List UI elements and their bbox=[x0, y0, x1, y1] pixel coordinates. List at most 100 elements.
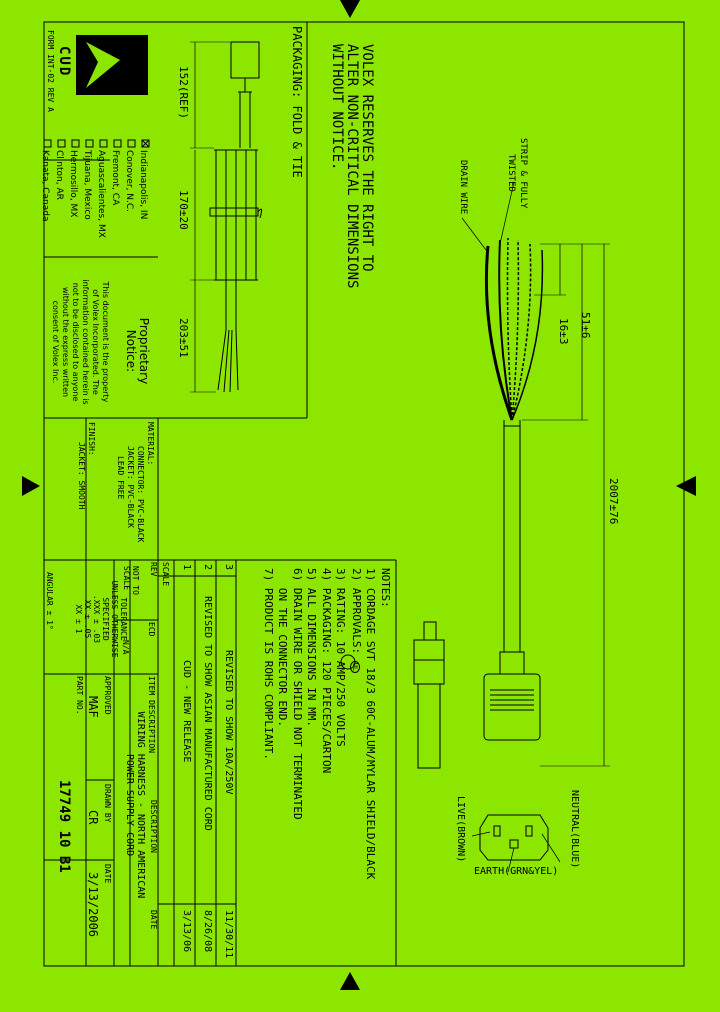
earth-label: EARTH(GRN&YEL) bbox=[474, 866, 559, 877]
registration-marks bbox=[22, 0, 696, 990]
item-description: WIRING HARNESS - NORTH AMERICAN POWER SU… bbox=[124, 700, 146, 910]
drawn-by-label: DRAWN BY bbox=[103, 784, 112, 823]
location-item: Hermosillo, MX bbox=[68, 150, 78, 218]
note-item: 3) RATING: 10 AMP/250 VOLTS bbox=[334, 568, 348, 747]
notice-line: VOLEX RESERVES THE RIGHT TO bbox=[359, 44, 375, 272]
description-header: DESCRIPTION bbox=[149, 800, 158, 853]
location-item: Conover, N.C. bbox=[124, 150, 134, 213]
material-line: JACKET: PVC-BLACK bbox=[126, 446, 135, 528]
dim-203: 203±51 bbox=[177, 318, 190, 358]
material-line: CONNECTOR: PVC-BLACK bbox=[136, 446, 145, 543]
locations-list: Indianapolis, IN Conover, N.C. Fremont, … bbox=[38, 150, 150, 238]
neutral-label: NEUTRAL(BLUE) bbox=[569, 790, 580, 869]
proprietary-title: Proprietary Notice: bbox=[124, 296, 151, 406]
proprietary-line: consent of Volex Inc. bbox=[51, 300, 60, 384]
notice-line: WITHOUT NOTICE. bbox=[329, 44, 345, 171]
part-number-value: 17749 10 B1 bbox=[56, 780, 72, 873]
tolerance-line: .XXX ± .03 bbox=[92, 594, 101, 644]
item-description-label: ITEM DESCRIPTION bbox=[147, 676, 156, 754]
note-item: 7) PRODUCT IS ROHS COMPLIANT. bbox=[262, 568, 275, 761]
packaged-cable-drawing bbox=[190, 41, 263, 393]
date-header: DATE bbox=[149, 910, 158, 930]
tolerance-title: TOLERANCE bbox=[119, 597, 128, 641]
location-item: Clinton, AR bbox=[54, 150, 64, 200]
approved-label: APPROVED bbox=[103, 676, 112, 715]
note-item: ON THE CONNECTOR END. bbox=[276, 568, 290, 727]
ul-mark-label: UL bbox=[350, 660, 360, 674]
location-item: Aguascalientes, MX bbox=[96, 150, 106, 238]
proprietary-line: information contained herein is bbox=[81, 279, 90, 405]
live-label: LIVE(BROWN) bbox=[455, 796, 466, 863]
dim-152-ref: 152(REF) bbox=[177, 66, 190, 119]
rev-description: REVISED TO SHOW 10A/250V bbox=[223, 650, 234, 795]
rev-description: REVISED TO SHOW ASIAN MANUFACTURED CORD bbox=[202, 596, 213, 831]
rev-number: 3 bbox=[223, 564, 234, 571]
rev-date: 3/13/06 bbox=[181, 910, 192, 953]
finish-value: JACKET: SMOOTH bbox=[77, 442, 86, 510]
form-label: FORM INT-02 REV A bbox=[46, 30, 55, 112]
finish-block: FINISH: JACKET: SMOOTH bbox=[76, 422, 96, 509]
ul-mark-icon bbox=[340, 654, 356, 670]
item-description-line: WIRING HARNESS - NORTH AMERICAN bbox=[135, 711, 146, 899]
rev-date: 8/26/08 bbox=[202, 910, 213, 953]
strip-label: STRIP & FULLY bbox=[518, 138, 528, 209]
rev-number: 1 bbox=[181, 564, 192, 571]
location-item: Kanata, Canada bbox=[40, 150, 50, 222]
item-description-line: POWER SUPPLY CORD bbox=[124, 753, 135, 857]
proprietary-text: This document is the property of Volex I… bbox=[50, 272, 110, 412]
division-label: CUD bbox=[56, 46, 72, 78]
material-block: MATERIAL: CONNECTOR: PVC-BLACK JACKET: P… bbox=[115, 422, 155, 542]
note-item: 5) ALL DIMENSIONS IN MM. bbox=[305, 568, 319, 727]
dim-2007: 2007±76 bbox=[607, 478, 620, 525]
date-value: 3/13/2006 bbox=[86, 872, 100, 938]
tolerance-block: TOLERANCE UNLESS OTHERWISE SPECIFIED .XX… bbox=[74, 564, 128, 674]
scale-value-line: NOT TO bbox=[131, 566, 140, 595]
dim-16: 16±3 bbox=[557, 318, 570, 345]
proprietary-heading: Notice: bbox=[124, 329, 138, 373]
dim-170: 170±20 bbox=[177, 190, 190, 230]
notice-line: ALTER NON-CRITICAL DIMENSIONS bbox=[344, 44, 360, 289]
twisted-label: TWISTED bbox=[506, 154, 516, 192]
proprietary-line: of Volex Incorporated. The bbox=[91, 289, 100, 395]
notice-text: VOLEX RESERVES THE RIGHT TO ALTER NON-CR… bbox=[329, 44, 375, 289]
part-number-label: PART NO. bbox=[75, 676, 84, 715]
date-label: DATE bbox=[103, 864, 112, 884]
rev-date: 11/30/11 bbox=[223, 910, 234, 959]
proprietary-line: not to be disclosed to anyone bbox=[71, 282, 80, 402]
note-item: 4) PACKAGING: 120 PIECES/CARTON bbox=[320, 568, 333, 774]
scale-label: SCALE bbox=[161, 562, 170, 587]
rev-number: 2 bbox=[202, 564, 213, 571]
location-item: Tijuana, Mexico bbox=[82, 150, 92, 220]
tolerance-title: UNLESS OTHERWISE bbox=[110, 580, 119, 658]
proprietary-heading: Proprietary bbox=[137, 317, 151, 385]
tolerance-title: SPECIFIED bbox=[101, 597, 110, 641]
location-item: Indianapolis, IN bbox=[138, 150, 148, 220]
material-label: MATERIAL: bbox=[146, 422, 155, 466]
angular-tolerance: ANGULAR ± 1° bbox=[45, 572, 54, 630]
packaging-label: PACKAGING: FOLD & TIE bbox=[290, 26, 304, 178]
rev-description: CUD - NEW RELEASE bbox=[181, 660, 192, 763]
proprietary-line: This document is the property bbox=[101, 281, 110, 403]
material-line: LEAD FREE bbox=[116, 456, 125, 500]
approved-value: MAF bbox=[86, 696, 100, 718]
note-item: 6) DRAIN WIRE OR SHIELD NOT TERMINATED bbox=[291, 568, 304, 820]
ecd-label: ECD bbox=[147, 622, 156, 637]
volex-v-mark bbox=[86, 42, 120, 88]
note-item: 1) CORDAGE SVT 18/3 60C-ALUM/MYLAR SHIEL… bbox=[364, 568, 378, 880]
dim-51: 51±6 bbox=[579, 312, 592, 339]
notes-title: NOTES: bbox=[379, 568, 392, 608]
frame-border bbox=[43, 21, 685, 967]
tolerance-line: XX ± .05 bbox=[83, 599, 92, 639]
drain-wire-label: DRAIN WIRE bbox=[458, 160, 468, 215]
main-cable-drawing bbox=[413, 181, 610, 873]
tolerance-line: XX ± 1 bbox=[74, 604, 83, 634]
note-item: 2) APPROVALS: UL bbox=[350, 568, 363, 674]
drawn-by-value: CR bbox=[86, 810, 100, 825]
location-item: Fremont, CA bbox=[110, 150, 120, 206]
proprietary-line: without the express written bbox=[61, 286, 70, 398]
location-checkboxes bbox=[43, 139, 150, 148]
finish-label: FINISH: bbox=[87, 422, 96, 456]
notes-block: NOTES: 1) CORDAGE SVT 18/3 60C-ALUM/MYLA… bbox=[261, 568, 392, 880]
